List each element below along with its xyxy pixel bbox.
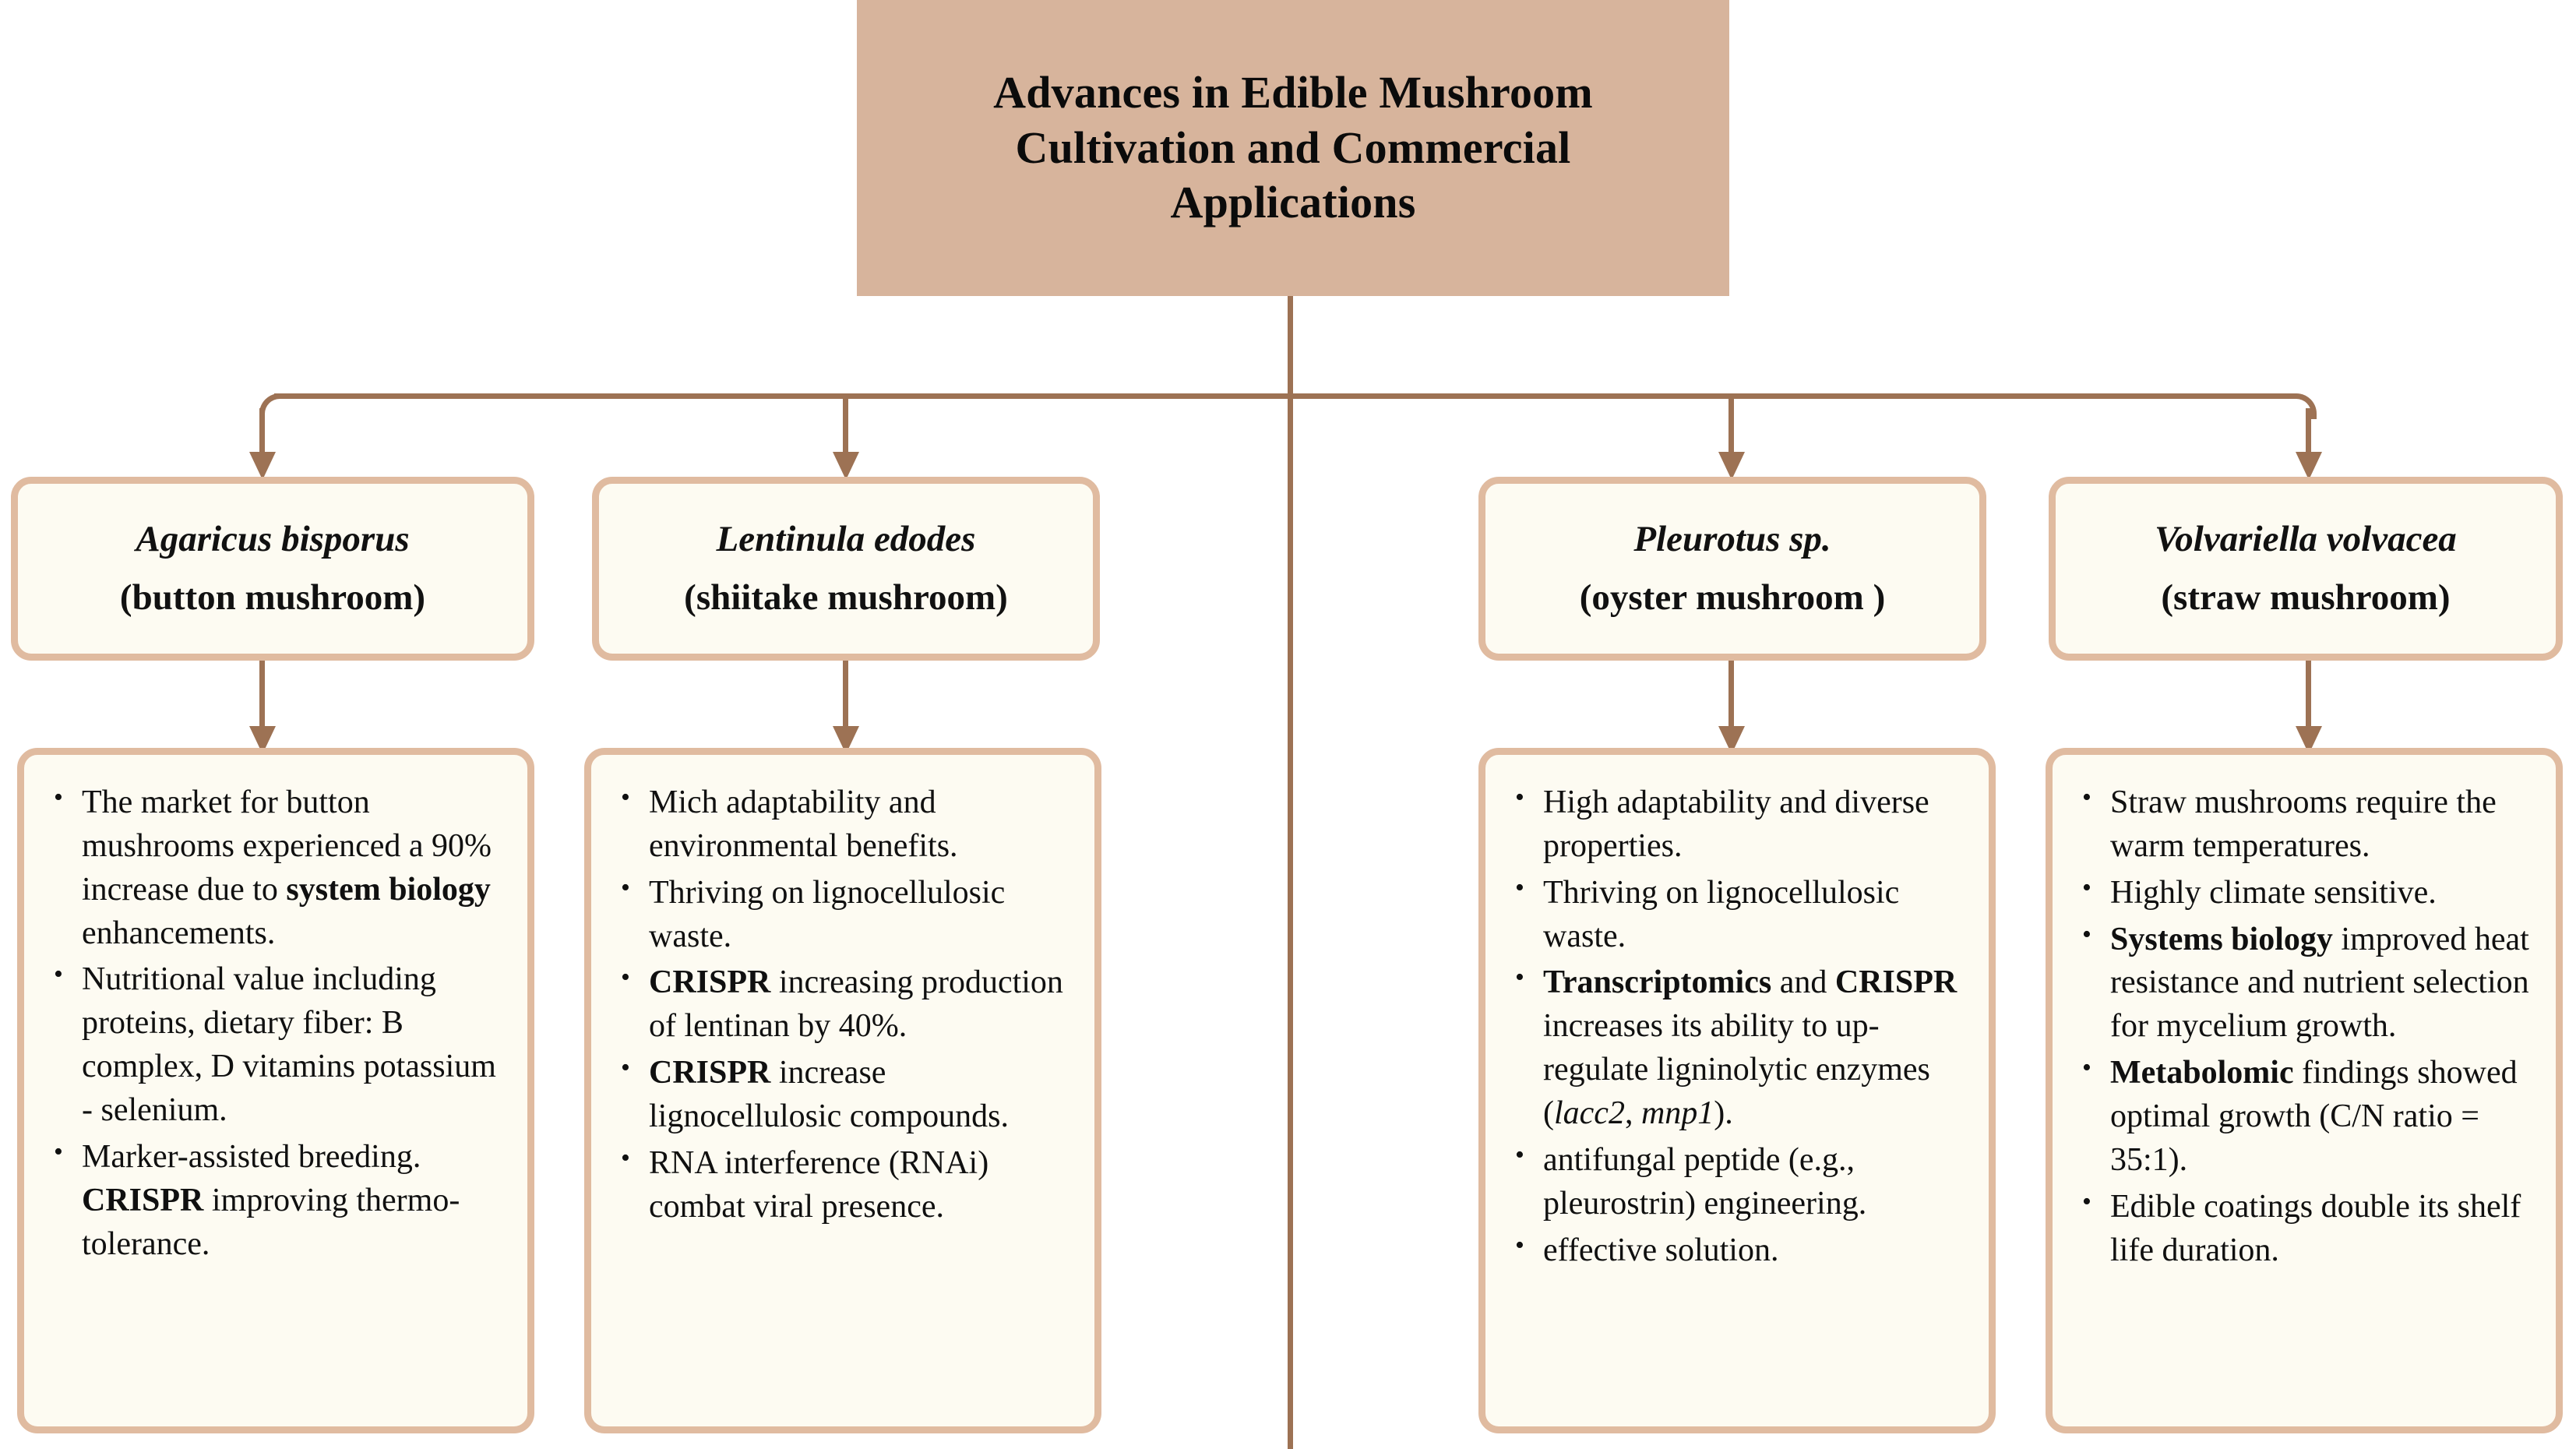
detail-box-volvariella-volvacea[interactable]: Straw mushrooms require the warm tempera… <box>2046 748 2563 1433</box>
branch-arrow-2 <box>833 452 859 480</box>
title-line-2: Cultivation and Commercial <box>1015 122 1571 173</box>
species-common-name: (straw mushroom) <box>2161 577 2451 618</box>
list-item: Marker-assisted breeding. CRISPR improvi… <box>54 1134 510 1267</box>
branch-drop-line-2 <box>843 397 848 453</box>
species-box-volvariella-volvacea[interactable]: Volvariella volvacea (straw mushroom) <box>2049 477 2563 661</box>
species-box-pleurotus-sp[interactable]: Pleurotus sp. (oyster mushroom ) <box>1478 477 1986 661</box>
species-scientific-name: Agaricus bisporus <box>136 519 410 560</box>
list-item: The market for button mushrooms experien… <box>54 780 510 955</box>
branch-arrow-4 <box>2296 452 2322 480</box>
distribution-bar <box>274 393 2296 399</box>
list-item: Edible coatings double its shelf life du… <box>2082 1184 2539 1273</box>
page-title: Advances in Edible Mushroom Cultivation … <box>993 65 1593 231</box>
list-item: Mich adaptability and environmental bene… <box>621 780 1077 869</box>
list-item: Transcriptomics and CRISPR increases its… <box>1515 960 1972 1135</box>
root-title-box: Advances in Edible Mushroom Cultivation … <box>857 0 1729 296</box>
list-item: RNA interference (RNAi) combat viral pre… <box>621 1141 1077 1229</box>
species-common-name: (oyster mushroom ) <box>1579 577 1886 618</box>
list-item: Systems biology improved heat resistance… <box>2082 917 2539 1049</box>
branch-arrow-1 <box>249 452 276 480</box>
left-elbow-corner <box>259 393 285 419</box>
detail-drop-line-4 <box>2306 661 2311 728</box>
list-item: Thriving on lignocellulosic waste. <box>1515 870 1972 959</box>
right-elbow-corner <box>2291 393 2317 419</box>
detail-drop-line-1 <box>259 661 265 728</box>
species-box-lentinula-edodes[interactable]: Lentinula edodes (shiitake mushroom) <box>592 477 1100 661</box>
detail-box-lentinula-edodes[interactable]: Mich adaptability and environmental bene… <box>584 748 1101 1433</box>
list-item: Straw mushrooms require the warm tempera… <box>2082 780 2539 869</box>
bullet-list: Straw mushrooms require the warm tempera… <box>2067 780 2539 1273</box>
list-item: CRISPR increasing production of lentinan… <box>621 960 1077 1049</box>
list-item: Metabolomic findings showed optimal grow… <box>2082 1050 2539 1183</box>
bullet-list: The market for button mushrooms experien… <box>38 780 510 1267</box>
list-item: Highly climate sensitive. <box>2082 870 2539 915</box>
detail-box-pleurotus-sp[interactable]: High adaptability and diverse properties… <box>1478 748 1996 1433</box>
detail-drop-line-3 <box>1728 661 1734 728</box>
title-line-1: Advances in Edible Mushroom <box>993 66 1593 118</box>
list-item: CRISPR increase lignocellulosic compound… <box>621 1050 1077 1139</box>
branch-arrow-3 <box>1718 452 1745 480</box>
species-scientific-name: Lentinula edodes <box>716 519 976 560</box>
detail-drop-line-2 <box>843 661 848 728</box>
list-item: antifungal peptide (e.g., pleurostrin) e… <box>1515 1137 1972 1226</box>
branch-drop-line-1 <box>259 408 265 453</box>
branch-drop-line-3 <box>1728 397 1734 453</box>
bullet-list: High adaptability and diverse properties… <box>1499 780 1972 1273</box>
list-item: High adaptability and diverse properties… <box>1515 780 1972 869</box>
title-line-3: Applications <box>1170 177 1416 228</box>
trunk-vertical-line <box>1288 296 1293 1449</box>
species-scientific-name: Pleurotus sp. <box>1633 519 1831 560</box>
bullet-list: Mich adaptability and environmental bene… <box>605 780 1077 1229</box>
species-scientific-name: Volvariella volvacea <box>2155 519 2457 560</box>
species-common-name: (shiitake mushroom) <box>684 577 1008 618</box>
species-common-name: (button mushroom) <box>119 577 426 618</box>
branch-drop-line-4 <box>2306 408 2311 453</box>
list-item: Nutritional value including proteins, di… <box>54 957 510 1132</box>
species-box-agaricus-bisporus[interactable]: Agaricus bisporus (button mushroom) <box>11 477 534 661</box>
detail-box-agaricus-bisporus[interactable]: The market for button mushrooms experien… <box>17 748 534 1433</box>
list-item: Thriving on lignocellulosic waste. <box>621 870 1077 959</box>
list-item: effective solution. <box>1515 1228 1972 1273</box>
